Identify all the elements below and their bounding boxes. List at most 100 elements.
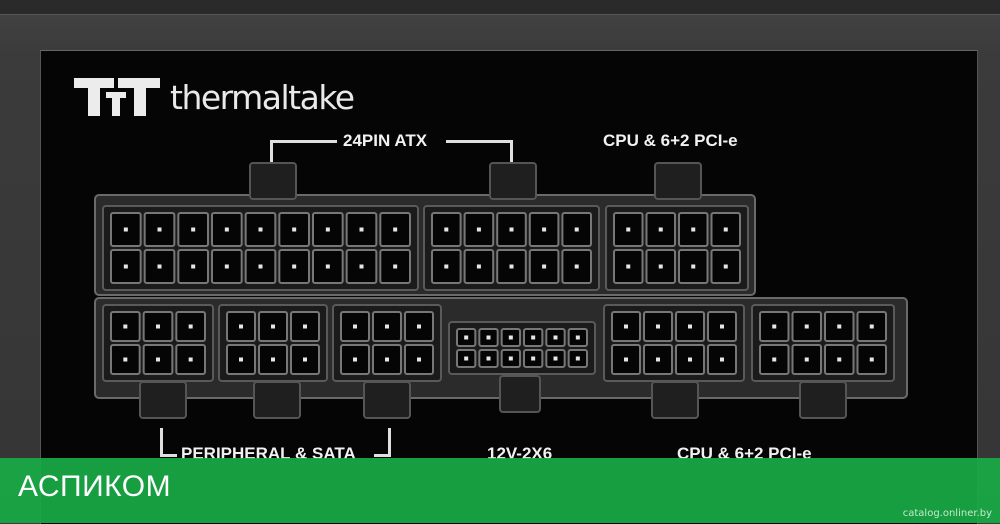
cpu-pcie-bottom-2-contact: [869, 324, 874, 329]
bracket-sata-left: [160, 428, 177, 457]
thermaltake-logo-icon: [74, 78, 160, 116]
peripheral-1-contact: [156, 357, 160, 362]
cpu-pcie-bottom-2-contact: [804, 324, 809, 329]
cpu-pcie-top-contact: [691, 264, 696, 269]
atx-24pin-aux-contact: [476, 264, 481, 269]
dealer-name: АСПИКОМ: [18, 470, 172, 503]
atx-24pin-main-contact: [292, 227, 297, 232]
label-cpu-pcie-top: CPU & 6+2 PCI-e: [603, 131, 738, 150]
peripheral-1-contact: [123, 357, 128, 362]
12v-2x6-contact: [464, 356, 469, 361]
cpu-pcie-bottom-2-contact: [837, 324, 842, 329]
latch-cpu-top: [654, 162, 702, 200]
12v-2x6-contact: [464, 335, 469, 340]
12v-2x6-contact: [508, 335, 513, 340]
12v-2x6-contact: [531, 335, 536, 340]
brand-name: thermaltake: [170, 78, 355, 117]
latch-24pin-a: [249, 162, 297, 200]
atx-24pin-aux-contact: [509, 264, 514, 269]
12v-2x6-contact: [486, 356, 491, 361]
cpu-pcie-top-contact: [723, 227, 728, 232]
atx-24pin-main-contact: [325, 227, 330, 232]
peripheral-3-contact: [417, 324, 421, 329]
atx-24pin-aux-contact: [542, 264, 547, 269]
latch-12v: [499, 375, 541, 413]
label-24pin-atx: 24PIN ATX: [343, 131, 428, 150]
atx-24pin-main-contact: [191, 227, 196, 232]
peripheral-2-contact: [239, 357, 243, 362]
atx-24pin-aux-contact: [444, 227, 449, 232]
peripheral-3-contact: [417, 357, 421, 362]
12v-2x6-contact: [575, 335, 580, 340]
atx-24pin-main-contact: [359, 227, 364, 232]
latch-cpu-bottom-1: [651, 381, 699, 419]
atx-24pin-main-contact: [123, 264, 128, 269]
atx-24pin-main-contact: [123, 227, 128, 232]
dealer-banner: [0, 458, 1000, 523]
atx-24pin-aux-contact: [574, 264, 579, 269]
peripheral-1-contact: [156, 324, 160, 329]
cpu-pcie-bottom-1-contact: [624, 324, 628, 329]
atx-24pin-main-contact: [393, 264, 398, 269]
12v-2x6-contact: [553, 335, 558, 340]
cpu-pcie-bottom-1-contact: [688, 357, 692, 362]
12v-2x6-contact: [486, 335, 491, 340]
cpu-pcie-bottom-1-contact: [720, 357, 724, 362]
atx-24pin-aux-contact: [574, 227, 579, 232]
peripheral-1-contact: [123, 324, 128, 329]
cpu-pcie-top-contact: [723, 264, 728, 269]
peripheral-2-contact: [271, 357, 275, 362]
peripheral-3-contact: [385, 357, 389, 362]
cpu-pcie-bottom-1-contact: [720, 324, 724, 329]
cpu-pcie-bottom-2-contact: [837, 357, 842, 362]
watermark: catalog.onliner.by: [902, 508, 992, 519]
bracket-24pin-right: [446, 140, 513, 165]
atx-24pin-aux-contact: [509, 227, 514, 232]
cpu-pcie-bottom-2-contact: [804, 357, 809, 362]
cpu-pcie-bottom-1-contact: [656, 357, 660, 362]
atx-24pin-main-contact: [393, 227, 398, 232]
atx-24pin-main-contact: [258, 227, 263, 232]
cpu-pcie-top-contact: [658, 264, 663, 269]
latch-cpu-bottom-2: [799, 381, 847, 419]
peripheral-3-contact: [353, 357, 357, 362]
12v-2x6-contact: [508, 356, 513, 361]
cpu-pcie-top-contact: [658, 227, 663, 232]
top-bezel: [0, 0, 1000, 15]
peripheral-3-contact: [353, 324, 357, 329]
cpu-pcie-bottom-2-contact: [772, 324, 777, 329]
atx-24pin-main-contact: [191, 264, 196, 269]
atx-24pin-main-contact: [325, 264, 330, 269]
bracket-24pin-left: [270, 140, 337, 165]
latch-peripheral-3: [363, 381, 411, 419]
peripheral-1-contact: [188, 357, 193, 362]
cpu-pcie-bottom-2-contact: [869, 357, 874, 362]
cpu-pcie-bottom-2-contact: [772, 357, 777, 362]
peripheral-2-contact: [239, 324, 243, 329]
cpu-pcie-bottom-1-contact: [656, 324, 660, 329]
peripheral-2-contact: [303, 357, 307, 362]
atx-24pin-main-contact: [157, 264, 162, 269]
peripheral-1-contact: [188, 324, 193, 329]
atx-24pin-main-contact: [359, 264, 364, 269]
cpu-pcie-bottom-1-contact: [688, 324, 692, 329]
12v-2x6-contact: [531, 356, 536, 361]
peripheral-2-contact: [271, 324, 275, 329]
atx-24pin-main-contact: [157, 227, 162, 232]
latch-24pin-b: [489, 162, 537, 200]
atx-24pin-aux-contact: [444, 264, 449, 269]
bracket-sata-right: [374, 428, 391, 457]
atx-24pin-main-contact: [224, 264, 229, 269]
latch-peripheral-1: [139, 381, 187, 419]
atx-24pin-main-contact: [224, 227, 229, 232]
cpu-pcie-bottom-1-contact: [624, 357, 628, 362]
cpu-pcie-top-contact: [626, 264, 631, 269]
latch-peripheral-2: [253, 381, 301, 419]
cpu-pcie-top-contact: [691, 227, 696, 232]
atx-24pin-aux-contact: [542, 227, 547, 232]
atx-24pin-main-contact: [292, 264, 297, 269]
cpu-pcie-top-contact: [626, 227, 631, 232]
12v-2x6-contact: [553, 356, 558, 361]
